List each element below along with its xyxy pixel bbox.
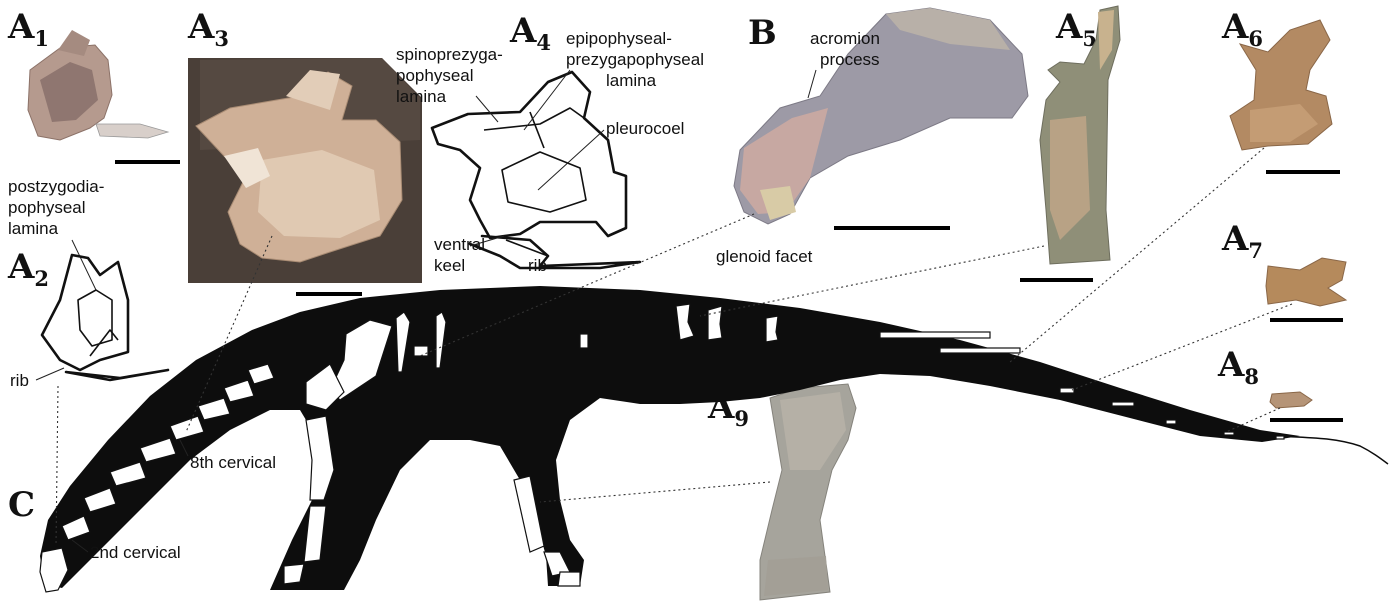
panel-c: C (8, 286, 1388, 592)
panel-b: B acromion process glenoid facet (716, 8, 1028, 266)
a2-vertebra-outline (42, 255, 168, 380)
panel-c-label: C (8, 485, 35, 525)
panel-a8: A8 (1217, 345, 1343, 420)
pleurocoel-leader (538, 130, 604, 190)
a8-vertebra-photo (1270, 392, 1312, 408)
panel-a4: A4 spinoprezyga- pophyseal lamina epipop… (396, 11, 709, 275)
a4-rib-label: rib (528, 256, 547, 275)
caudal-block (880, 332, 990, 338)
panel-a7: A7 (1221, 219, 1346, 320)
panel-a1: A1 (7, 7, 180, 162)
spinoprezyga-leader (476, 96, 498, 122)
spinoprezygapophyseal-lamina-label: spinoprezyga- pophyseal lamina (396, 45, 508, 106)
a7-vertebra-photo (1266, 258, 1346, 306)
a2-rib-leader (36, 368, 64, 380)
caudal-vertebra-1 (766, 316, 778, 342)
panel-a5: A5 (1020, 6, 1120, 280)
a2-rib-label: rib (10, 371, 29, 390)
caudal-block (940, 348, 1020, 353)
caudal-vertebra (1060, 388, 1074, 393)
caudal-vertebra (1276, 436, 1284, 439)
panel-a5-label: A5 (1055, 7, 1097, 51)
panel-a3: A3 (187, 7, 422, 294)
panel-a2-label: A2 (7, 247, 49, 291)
a3-vertebra-photo (188, 58, 422, 283)
cervical-8-label: 8th cervical (190, 453, 276, 472)
panel-a6: A6 (1221, 7, 1340, 172)
panel-a2: A2 postzygodia- pophyseal lamina rib (7, 177, 168, 390)
panel-a8-label: A8 (1217, 345, 1259, 389)
caudal-vertebra (1166, 420, 1176, 424)
panel-a7-label: A7 (1221, 219, 1263, 263)
ventral-keel-label: ventral keel (434, 235, 490, 275)
epipophyseal-lamina-label: epipophyseal- prezygapophyseal lamina (566, 29, 709, 90)
panel-b-label: B (748, 13, 777, 53)
glenoid-facet-label: glenoid facet (716, 247, 813, 266)
dorsal-vertebra-1 (414, 346, 428, 356)
caudal-vertebra (1112, 402, 1134, 406)
postzygodiapophyseal-lamina-label: postzygodia- pophyseal lamina (8, 177, 109, 238)
a9-to-humerus-line (540, 482, 770, 502)
pleurocoel-label: pleurocoel (606, 119, 684, 138)
dorsal-vertebra-2 (580, 334, 588, 348)
panel-a9: A9 (707, 384, 856, 600)
panel-a3-label: A3 (187, 7, 229, 51)
sacral-vertebra-2 (708, 306, 722, 340)
caudal-vertebra (1224, 432, 1234, 435)
cervical-2-label: 2nd cervical (90, 543, 181, 562)
panel-a1-label: A1 (7, 7, 49, 51)
pes-bone (558, 572, 580, 586)
acromion-leader (808, 70, 816, 98)
a9-humerus-photo (760, 384, 856, 600)
panel-a4-label: A4 (509, 11, 551, 55)
